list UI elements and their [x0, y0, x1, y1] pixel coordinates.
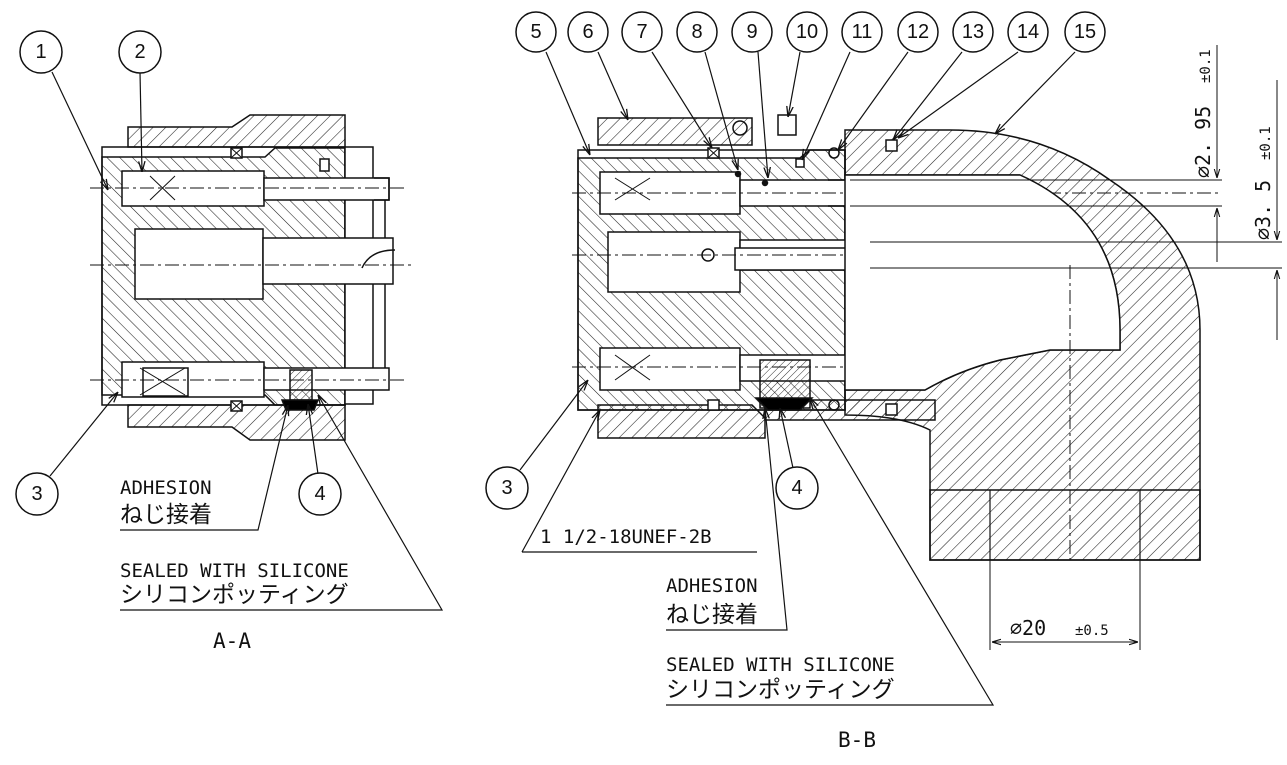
balloon-3-a: 3 [15, 392, 118, 516]
adhesion-label-en-b: ADHESION [666, 575, 758, 597]
adhesion-label-en: ADHESION [120, 477, 212, 499]
view-label-b-b: B-B [838, 728, 876, 752]
svg-text:11: 11 [852, 21, 873, 43]
notes-b-b: 1 1/2-18UNEF-2B ADHESION ねじ接着 SEALED WIT… [521, 398, 995, 752]
svg-text:1: 1 [35, 41, 46, 63]
dimensions-b-b [850, 45, 1282, 650]
sealed-label-en-b: SEALED WITH SILICONE [666, 654, 895, 676]
view-label-a-a: A-A [213, 629, 251, 653]
balloon-12-b: 12 [838, 11, 939, 150]
sealed-label-jp-b: シリコンポッティング [666, 677, 895, 703]
svg-text:12: 12 [907, 21, 929, 43]
svg-text:15: 15 [1074, 21, 1096, 43]
balloon-15-b: 15 [995, 11, 1106, 134]
balloon-7-b: 7 [621, 11, 712, 148]
balloon-14-b: 14 [898, 11, 1049, 138]
svg-text:3: 3 [501, 477, 512, 499]
balloon-1-a: 1 [19, 30, 108, 190]
balloon-4-a: 4 [298, 404, 342, 516]
svg-text:5: 5 [530, 21, 541, 43]
svg-text:7: 7 [636, 21, 647, 43]
adhesion-label-jp: ねじ接着 [120, 502, 212, 528]
svg-text:3: 3 [31, 483, 42, 505]
balloon-9-b: 9 [731, 11, 773, 178]
svg-text:8: 8 [691, 21, 702, 43]
dim-3-5-tol: ±0.1 [1258, 126, 1274, 160]
svg-text:4: 4 [314, 483, 325, 505]
notes-a-a: ADHESION ねじ接着 SEALED WITH SILICONE シリコンポ… [120, 395, 444, 653]
svg-text:14: 14 [1017, 21, 1039, 43]
balloon-5-b: 5 [515, 11, 590, 155]
balloon-13-b: 13 [893, 11, 994, 140]
dim-20-tol: ±0.5 [1075, 623, 1109, 639]
balloon-6-b: 6 [567, 11, 628, 120]
dim-2-95: ∅2. 95 [1191, 106, 1215, 178]
section-b-b [572, 114, 1220, 561]
dim-3-5: ∅3. 5 [1251, 180, 1275, 240]
balloon-2-a: 2 [118, 30, 162, 172]
sealed-label-en: SEALED WITH SILICONE [120, 560, 349, 582]
balloon-10-b: 10 [787, 11, 828, 117]
balloon-8-b: 8 [676, 11, 738, 170]
svg-text:2: 2 [134, 41, 145, 63]
thread-spec: 1 1/2-18UNEF-2B [540, 526, 712, 548]
balloon-4-b: 4 [775, 408, 819, 510]
dim-2-95-tol: ±0.1 [1198, 49, 1214, 83]
dimension-labels: ∅2. 95 ±0.1 ∅3. 5 ±0.1 ∅20 ±0.5 [1010, 49, 1275, 640]
section-a-a [90, 114, 415, 441]
svg-text:13: 13 [962, 21, 984, 43]
svg-text:6: 6 [582, 21, 593, 43]
svg-text:9: 9 [746, 21, 757, 43]
balloons-a-a: 1 2 3 4 [15, 30, 342, 516]
balloons-b-b: 5 6 7 8 9 10 11 [485, 11, 1106, 510]
svg-text:10: 10 [796, 21, 818, 43]
balloon-11-b: 11 [802, 11, 883, 160]
svg-text:4: 4 [791, 477, 802, 499]
sealed-label-jp: シリコンポッティング [120, 582, 349, 608]
dim-20: ∅20 [1010, 616, 1046, 640]
adhesion-label-jp-b: ねじ接着 [666, 602, 758, 628]
balloon-3-b: 3 [485, 380, 588, 510]
